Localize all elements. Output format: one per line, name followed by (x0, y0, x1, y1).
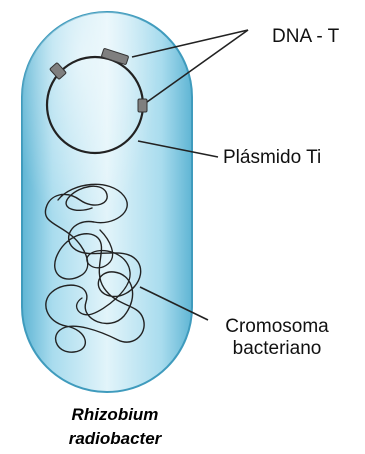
species-caption-line1: Rhizobium (40, 403, 190, 427)
species-caption: Rhizobium radiobacter (40, 403, 190, 451)
chromosome-label: Cromosoma bacteriano (212, 316, 342, 360)
chromosome-label-line2: bacteriano (212, 338, 342, 360)
chromosome-label-line1: Cromosoma (212, 316, 342, 338)
species-caption-line2: radiobacter (40, 427, 190, 451)
plasmid-label: Plásmido Ti (223, 147, 321, 169)
dna-t-label: DNA - T (272, 26, 339, 48)
tdna-segment (138, 99, 147, 112)
